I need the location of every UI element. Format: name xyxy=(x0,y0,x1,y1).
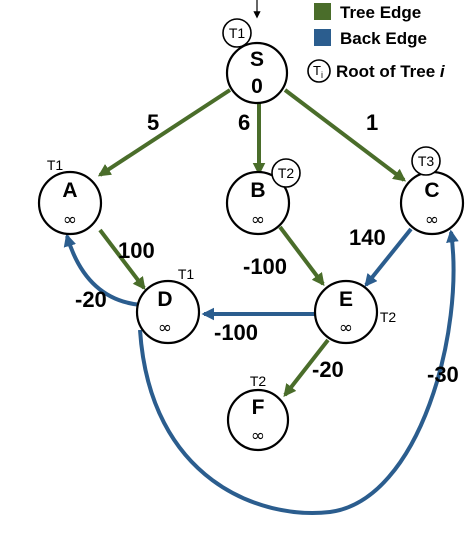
node-b-tree-label: T2 xyxy=(278,165,295,181)
edge-e-f xyxy=(283,338,330,398)
node-b-name: B xyxy=(250,179,265,202)
edge-weights: 5 6 1 100 -100 140 -20 -100 -20 -30 xyxy=(75,110,459,387)
node-d-circle xyxy=(135,279,201,345)
weight-d-c: -30 xyxy=(427,362,459,387)
weight-a-d: 100 xyxy=(118,238,155,263)
node-d-name: D xyxy=(157,288,172,311)
node-s-dist: 0 xyxy=(251,75,263,98)
node-a-dist: ∞ xyxy=(63,210,77,230)
node-b-circle xyxy=(225,170,291,236)
node-e-name: E xyxy=(339,288,353,311)
node-d-tree-label: T1 xyxy=(178,266,195,282)
node-b-tree-circle xyxy=(271,158,301,188)
root-symbol-label: Ti xyxy=(313,63,323,80)
node-c-dist: ∞ xyxy=(425,210,439,230)
node-c-tree-label: T3 xyxy=(418,153,435,169)
node-d-dist: ∞ xyxy=(158,318,172,338)
node-e-dist: ∞ xyxy=(339,318,353,338)
edge-a-d xyxy=(98,228,146,291)
node-s-tree-circle xyxy=(222,18,252,48)
weight-b-e: -100 xyxy=(243,254,287,279)
node-a-circle xyxy=(37,170,103,236)
legend: Tree Edge Back Edge Ti Root of Tree i xyxy=(307,3,446,83)
node-f-dist: ∞ xyxy=(251,426,265,446)
node-s-tree-label: T1 xyxy=(229,25,246,41)
weight-s-a: 5 xyxy=(147,110,159,135)
edges xyxy=(63,88,459,515)
tree-edge-swatch xyxy=(314,3,331,20)
weight-c-e: 140 xyxy=(349,225,386,250)
edge-b-e xyxy=(278,225,325,287)
node-b-dist: ∞ xyxy=(251,210,265,230)
node-f-circle xyxy=(226,388,290,452)
node-e-circle xyxy=(313,279,379,345)
back-edge-swatch xyxy=(314,29,331,46)
weight-s-b: 6 xyxy=(238,110,250,135)
node-d: D ∞ T1 xyxy=(135,266,201,345)
weight-s-c: 1 xyxy=(366,110,378,135)
node-a: A ∞ T1 xyxy=(37,157,103,236)
node-c-name: C xyxy=(424,179,439,202)
edge-d-c xyxy=(138,229,459,515)
edge-c-e xyxy=(364,227,413,287)
node-e: E ∞ T2 xyxy=(313,279,397,345)
edge-s-c xyxy=(283,88,407,182)
node-s-name: S xyxy=(250,48,264,71)
node-c: C ∞ T3 xyxy=(399,146,465,236)
node-f-name: F xyxy=(252,396,265,419)
back-edge-legend-label: Back Edge xyxy=(340,29,427,48)
node-b: B ∞ T2 xyxy=(225,158,301,236)
node-f: F ∞ T2 xyxy=(226,373,290,452)
node-a-tree-label: T1 xyxy=(47,157,64,173)
root-legend-label: Root of Tree i xyxy=(336,62,446,81)
weight-e-f: -20 xyxy=(312,357,344,382)
root-symbol-circle xyxy=(307,59,331,83)
node-c-tree-circle xyxy=(411,146,441,176)
node-e-tree-label: T2 xyxy=(380,309,397,325)
weight-e-d: -100 xyxy=(214,320,258,345)
node-f-tree-label: T2 xyxy=(250,373,267,389)
node-a-name: A xyxy=(62,179,77,202)
edge-d-a xyxy=(63,233,142,307)
node-s-circle xyxy=(225,41,289,105)
tree-edge-legend-label: Tree Edge xyxy=(340,3,421,22)
edge-s-a xyxy=(97,88,232,177)
weight-d-a: -20 xyxy=(75,287,107,312)
node-s: S 0 T1 xyxy=(222,18,289,105)
